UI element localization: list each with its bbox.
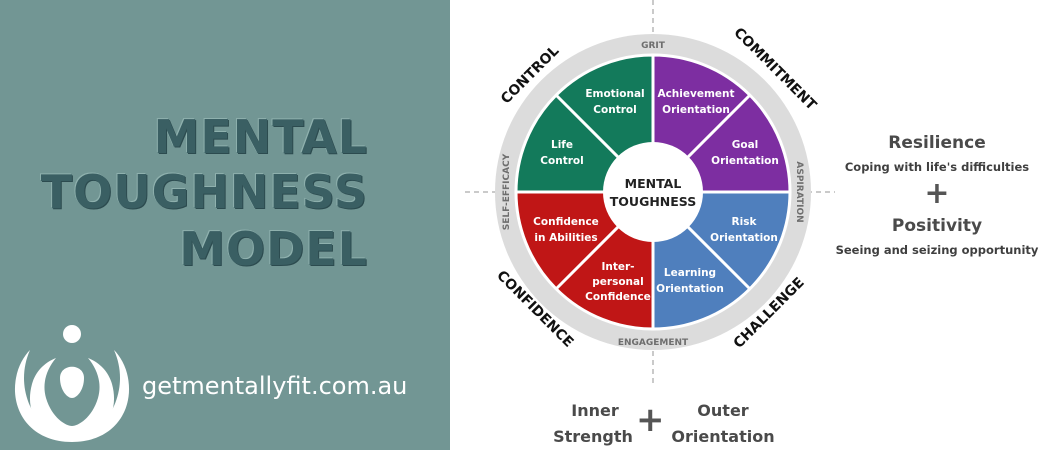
center-label-2: TOUGHNESS xyxy=(610,194,696,209)
segment-emotional-control-2: Control xyxy=(593,104,636,116)
axis-label-aspiration: ASPIRATION xyxy=(794,161,804,222)
resilience-heading: Resilience xyxy=(888,133,986,153)
inner-strength-line-2: Strength xyxy=(553,427,633,446)
segment-confidence-abilities-1: Confidence xyxy=(533,216,599,228)
axis-label-grit: GRIT xyxy=(641,41,666,51)
segment-risk-2: Orientation xyxy=(710,232,778,244)
segment-achievement-1: Achievement xyxy=(657,88,734,100)
center-circle xyxy=(603,142,703,242)
resilience-subtitle: Coping with life's difficulties xyxy=(844,160,1030,174)
title-panel: MENTAL TOUGHNESS MODEL getmentallyfit.co… xyxy=(0,0,450,450)
outer-orientation-line-2: Orientation xyxy=(671,427,775,446)
segment-goal-1: Goal xyxy=(732,139,759,151)
center-label-1: MENTAL xyxy=(625,176,682,191)
segment-confidence-abilities-2: in Abilities xyxy=(534,232,597,244)
segment-achievement-2: Orientation xyxy=(662,104,730,116)
segment-risk-1: Risk xyxy=(732,216,758,228)
website-url[interactable]: getmentallyfit.com.au xyxy=(142,372,408,400)
title-line-3: MODEL xyxy=(179,222,368,276)
outer-orientation-line-1: Outer xyxy=(697,401,749,420)
mental-toughness-wheel: MENTAL TOUGHNESS Emotional Control Life … xyxy=(465,0,835,385)
axis-label-engagement: ENGAGEMENT xyxy=(618,338,689,348)
brand-logo-icon xyxy=(14,325,130,442)
segment-interpersonal-3: Confidence xyxy=(585,291,651,303)
axis-label-self-efficacy: SELF-EFFICACY xyxy=(502,153,512,230)
inner-strength-line-1: Inner xyxy=(571,401,619,420)
title-line-1: MENTAL xyxy=(153,110,368,164)
segment-interpersonal-2: personal xyxy=(592,276,643,288)
segment-goal-2: Orientation xyxy=(711,155,779,167)
segment-life-control-1: Life xyxy=(551,139,573,151)
segment-emotional-control-1: Emotional xyxy=(585,88,644,100)
segment-learning-2: Orientation xyxy=(656,283,724,295)
positivity-subtitle: Seeing and seizing opportunity xyxy=(835,243,1039,257)
segment-life-control-2: Control xyxy=(540,155,583,167)
segment-interpersonal-1: Inter- xyxy=(601,261,634,273)
positivity-heading: Positivity xyxy=(891,216,983,236)
segment-learning-1: Learning xyxy=(664,267,716,279)
plus-icon: + xyxy=(924,176,950,211)
plus-icon-bottom: + xyxy=(636,400,665,440)
title-line-2: TOUGHNESS xyxy=(40,165,368,219)
